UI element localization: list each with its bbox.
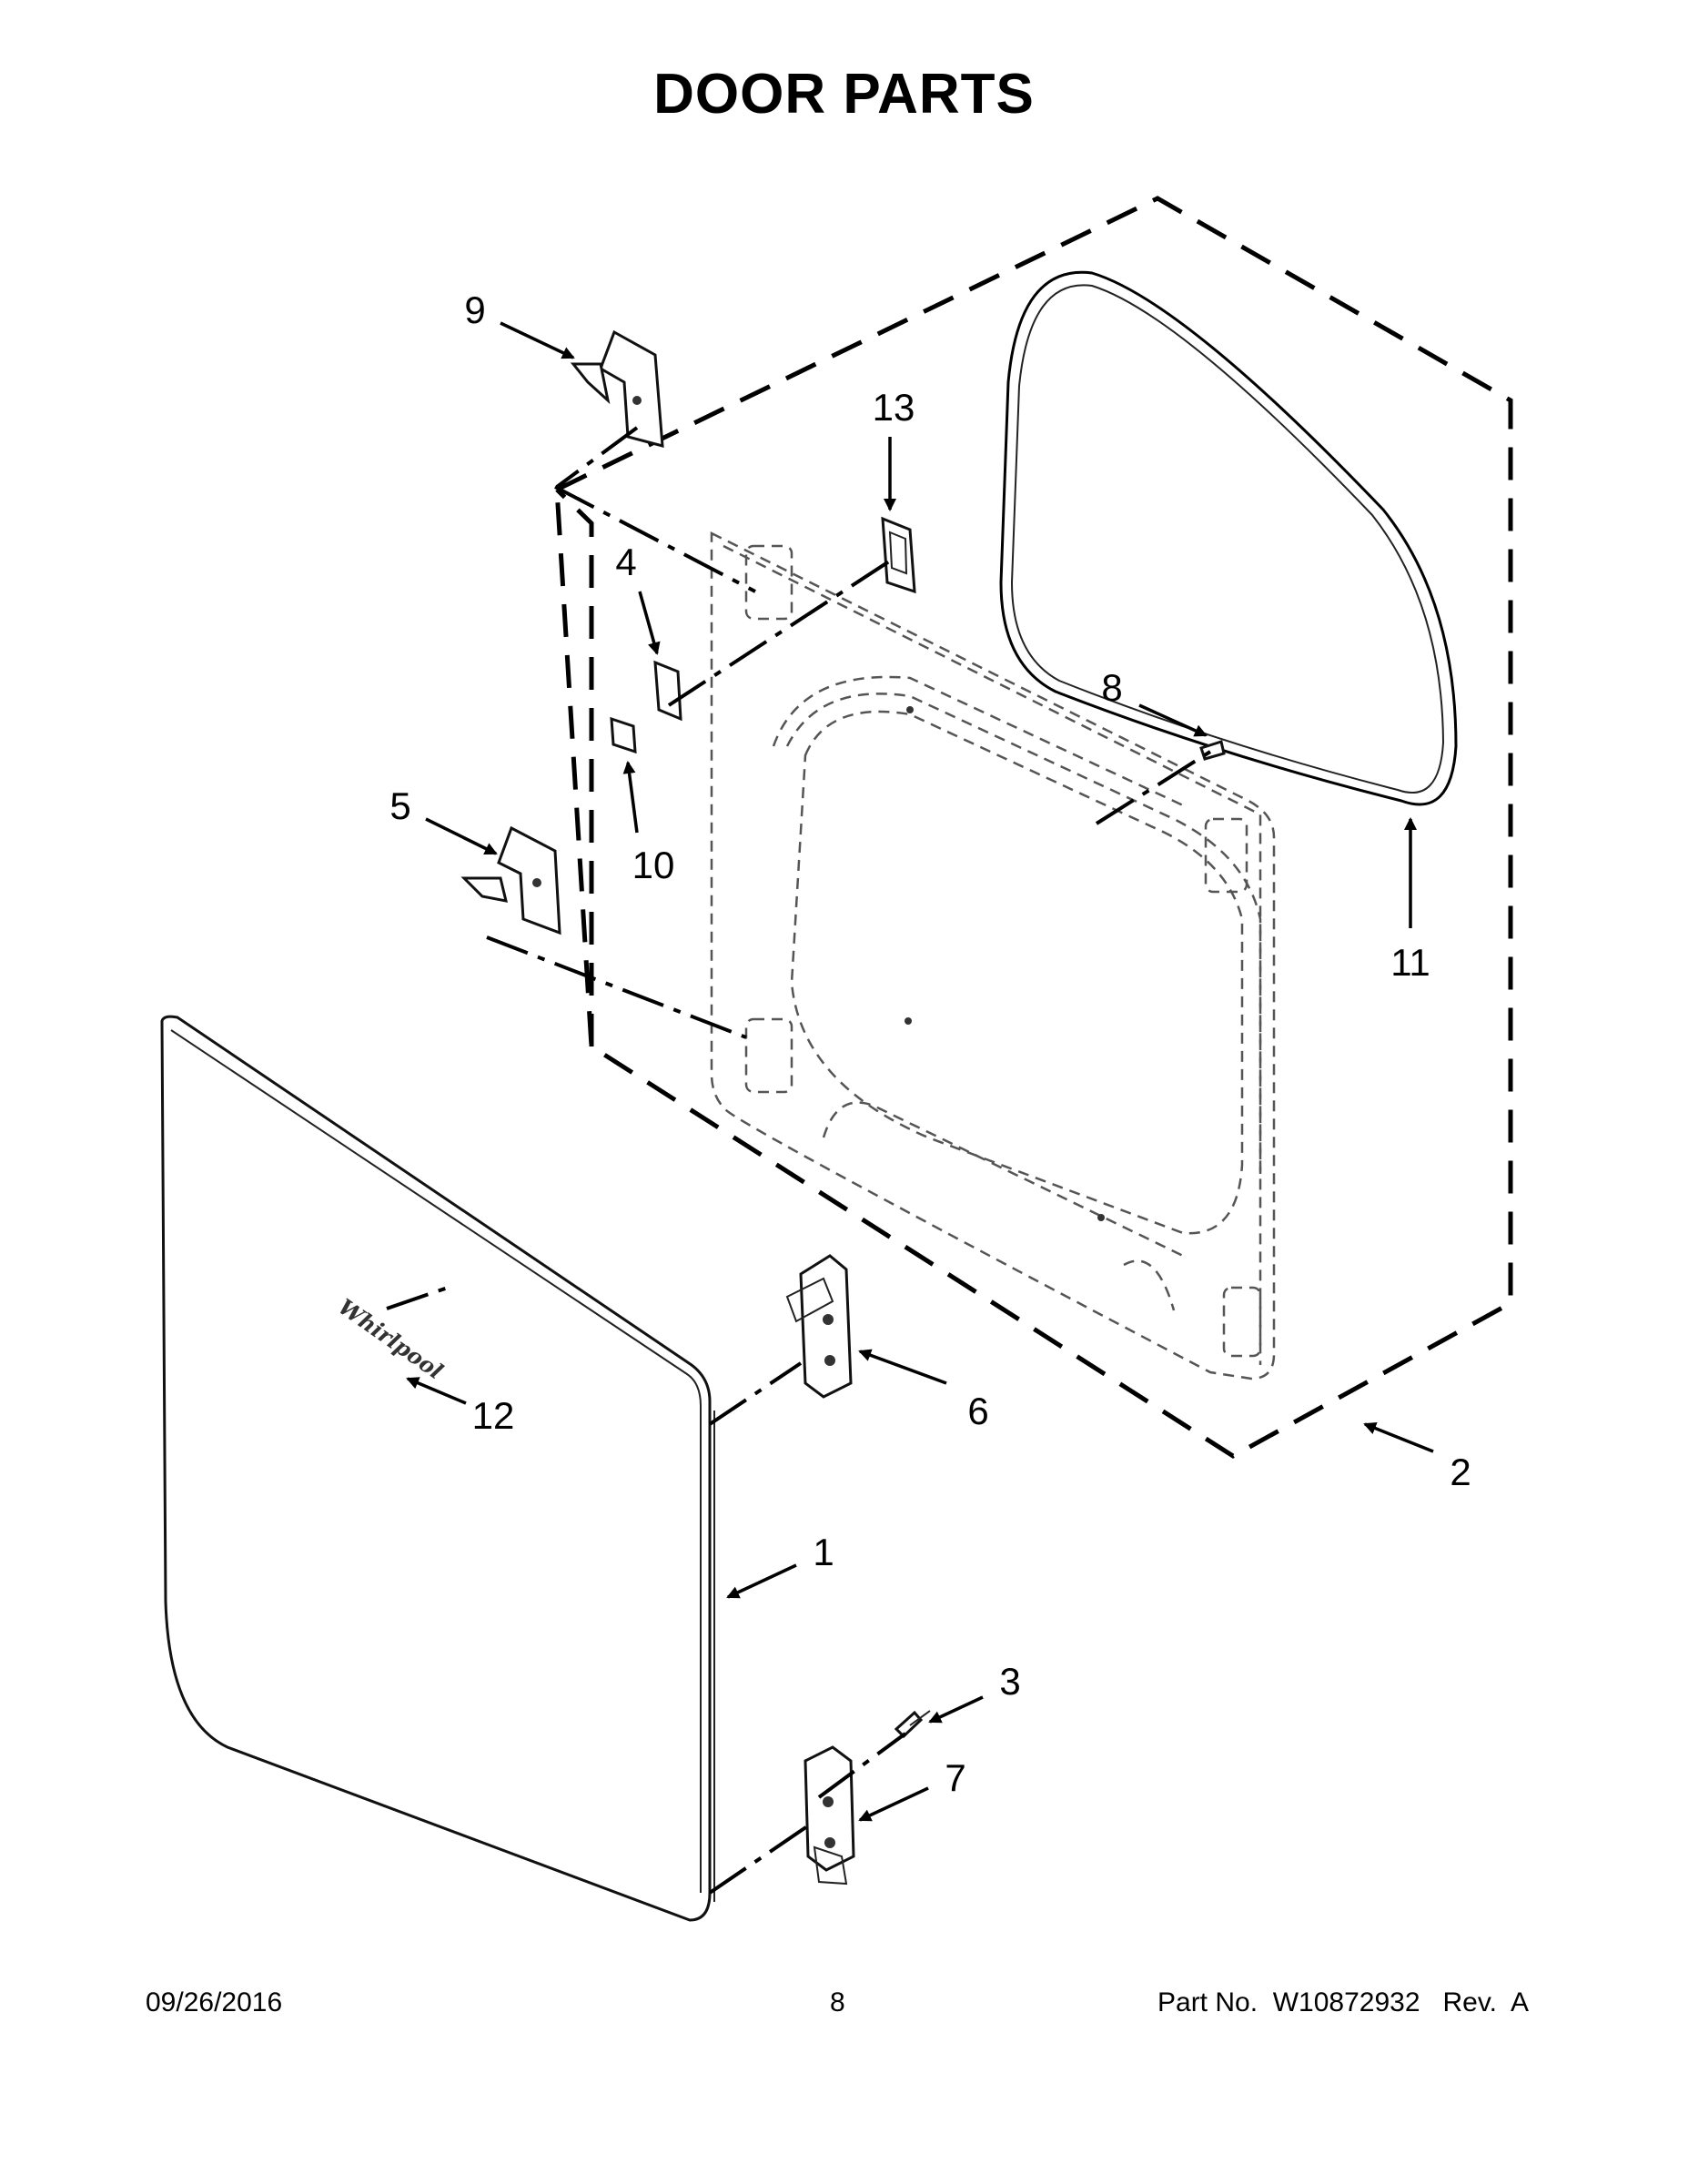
page-title: DOOR PARTS xyxy=(653,63,1035,126)
leader-lines xyxy=(406,321,1434,1822)
callout-8: 8 xyxy=(1101,666,1122,709)
callout-2: 2 xyxy=(1450,1451,1471,1493)
callout-13: 13 xyxy=(873,386,915,429)
hinge-bracket-upper xyxy=(570,329,664,448)
callout-4: 4 xyxy=(615,541,636,583)
callout-3: 3 xyxy=(999,1660,1020,1703)
callout-11: 11 xyxy=(1390,941,1430,984)
latch-button xyxy=(610,716,637,754)
callout-7: 7 xyxy=(945,1756,965,1799)
callout-10: 10 xyxy=(632,844,675,886)
callout-1: 1 xyxy=(813,1531,834,1573)
footer-part-number: Part No. W10872932 Rev. A xyxy=(1157,1987,1529,2017)
hinge-bracket-lower xyxy=(460,825,561,935)
door-gasket xyxy=(999,270,1458,806)
outer-door xyxy=(160,1015,715,1922)
callout-5: 5 xyxy=(389,784,410,827)
inner-door-outline xyxy=(554,196,1513,1459)
door-hinge-upper xyxy=(785,1254,853,1399)
footer-page-number: 8 xyxy=(830,1987,845,2017)
inner-door-panel xyxy=(710,531,1276,1380)
latch-bracket-upper xyxy=(881,516,916,594)
footer-date: 09/26/2016 xyxy=(146,1987,283,2017)
callout-9: 9 xyxy=(464,288,485,331)
callout-labels: 9 13 4 8 10 5 11 6 2 12 1 3 7 xyxy=(389,288,1471,1799)
screw xyxy=(894,1710,931,1739)
callout-6: 6 xyxy=(967,1390,988,1432)
door-strike xyxy=(653,660,682,722)
assembly-lines xyxy=(386,426,1212,1895)
door-hinge-lower xyxy=(804,1745,855,1886)
callout-12: 12 xyxy=(472,1394,515,1437)
